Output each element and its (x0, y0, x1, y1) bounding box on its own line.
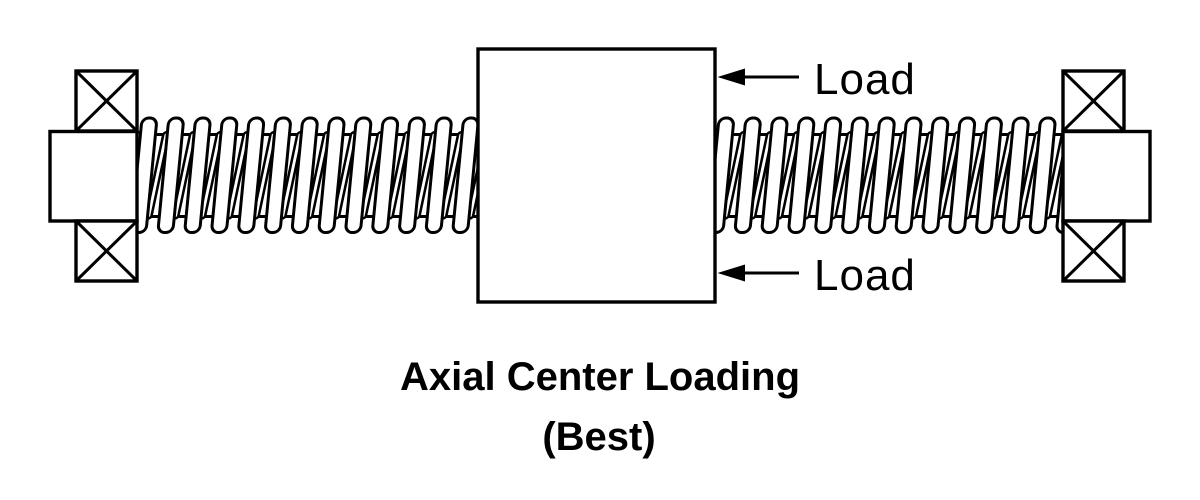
thread-crest (814, 116, 843, 235)
bearing-cross-icon (74, 219, 139, 283)
load-arrow-bottom (717, 264, 799, 282)
bearing-cross-icon (1061, 69, 1126, 133)
thread-crest (733, 116, 762, 235)
thread-crest (1001, 116, 1030, 235)
screw-thread-left-section (136, 116, 480, 235)
caption-title: Axial Center Loading (400, 355, 800, 399)
thread-crest (424, 116, 453, 235)
thread-crest (398, 116, 426, 235)
thread-crest (237, 116, 266, 235)
thread-crest (371, 116, 400, 235)
right-shaft-end (1061, 129, 1152, 223)
thread-crest (760, 116, 789, 235)
arrowhead-left-icon (717, 68, 745, 86)
thread-crest (921, 116, 950, 235)
ball-nut-block (476, 47, 717, 304)
screw-thread-right-section (714, 116, 1064, 235)
thread-crest (290, 116, 319, 235)
thread-crest (1028, 116, 1057, 235)
thread-crest (344, 116, 373, 235)
load-arrow-top (717, 68, 799, 86)
thread-crest (317, 116, 346, 235)
thread-crest (183, 116, 212, 235)
right-bearing-top-box (1061, 69, 1126, 133)
left-shaft-end (48, 129, 139, 223)
thread-crest (156, 116, 185, 235)
thread-crest (264, 116, 292, 235)
thread-crest (451, 116, 480, 235)
thread-crest (210, 116, 239, 235)
right-bearing-bottom-box (1061, 219, 1126, 283)
thread-crest (841, 116, 869, 235)
thread-crest (867, 116, 896, 235)
left-bearing-top-box (74, 69, 139, 133)
caption-subtitle: (Best) (542, 415, 655, 459)
left-bearing-bottom-box (74, 219, 139, 283)
thread-crest (975, 116, 1003, 235)
thread-crest (894, 116, 923, 235)
load-label-bottom: Load (814, 251, 916, 300)
load-label-top: Load (814, 55, 916, 104)
bearing-cross-icon (74, 69, 139, 133)
arrowhead-left-icon (717, 264, 745, 282)
bearing-cross-icon (1061, 219, 1126, 283)
thread-crest (787, 116, 816, 235)
thread-crest (948, 116, 977, 235)
